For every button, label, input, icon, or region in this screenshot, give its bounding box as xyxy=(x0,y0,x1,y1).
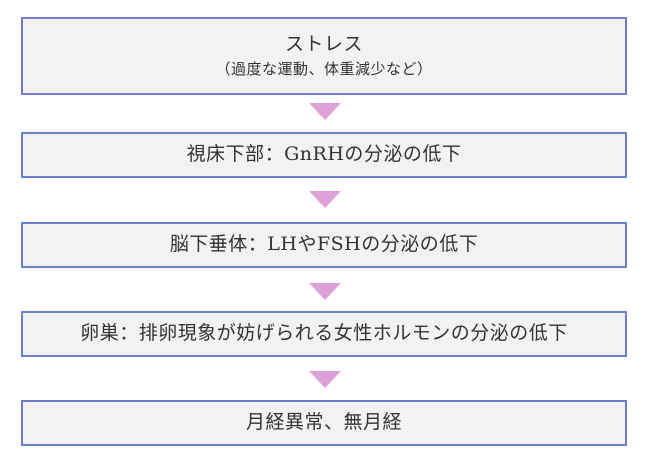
flow-step-stress: ストレス （過度な運動、体重減少など） xyxy=(21,17,627,95)
down-arrow-icon xyxy=(309,191,341,208)
flow-step-label: 視床下部：GnRHの分泌の低下 xyxy=(186,143,462,166)
flow-step-ovary: 卵巣：排卵現象が妨げられる女性ホルモンの分泌の低下 xyxy=(21,311,627,357)
flow-step-label: 脳下垂体：LHやFSHの分泌の低下 xyxy=(169,233,479,256)
flow-step-label: 卵巣：排卵現象が妨げられる女性ホルモンの分泌の低下 xyxy=(80,322,568,345)
down-arrow-icon xyxy=(309,371,341,388)
down-arrow-icon xyxy=(309,103,341,120)
flow-step-amenorrhea: 月経異常、無月経 xyxy=(21,400,627,446)
down-arrow-icon xyxy=(309,283,341,300)
flow-step-hypothalamus: 視床下部：GnRHの分泌の低下 xyxy=(21,132,627,178)
flow-step-label: ストレス xyxy=(284,32,363,55)
flow-step-label: 月経異常、無月経 xyxy=(245,411,402,434)
flow-step-sublabel: （過度な運動、体重減少など） xyxy=(215,59,433,78)
flow-step-pituitary: 脳下垂体：LHやFSHの分泌の低下 xyxy=(21,222,627,268)
